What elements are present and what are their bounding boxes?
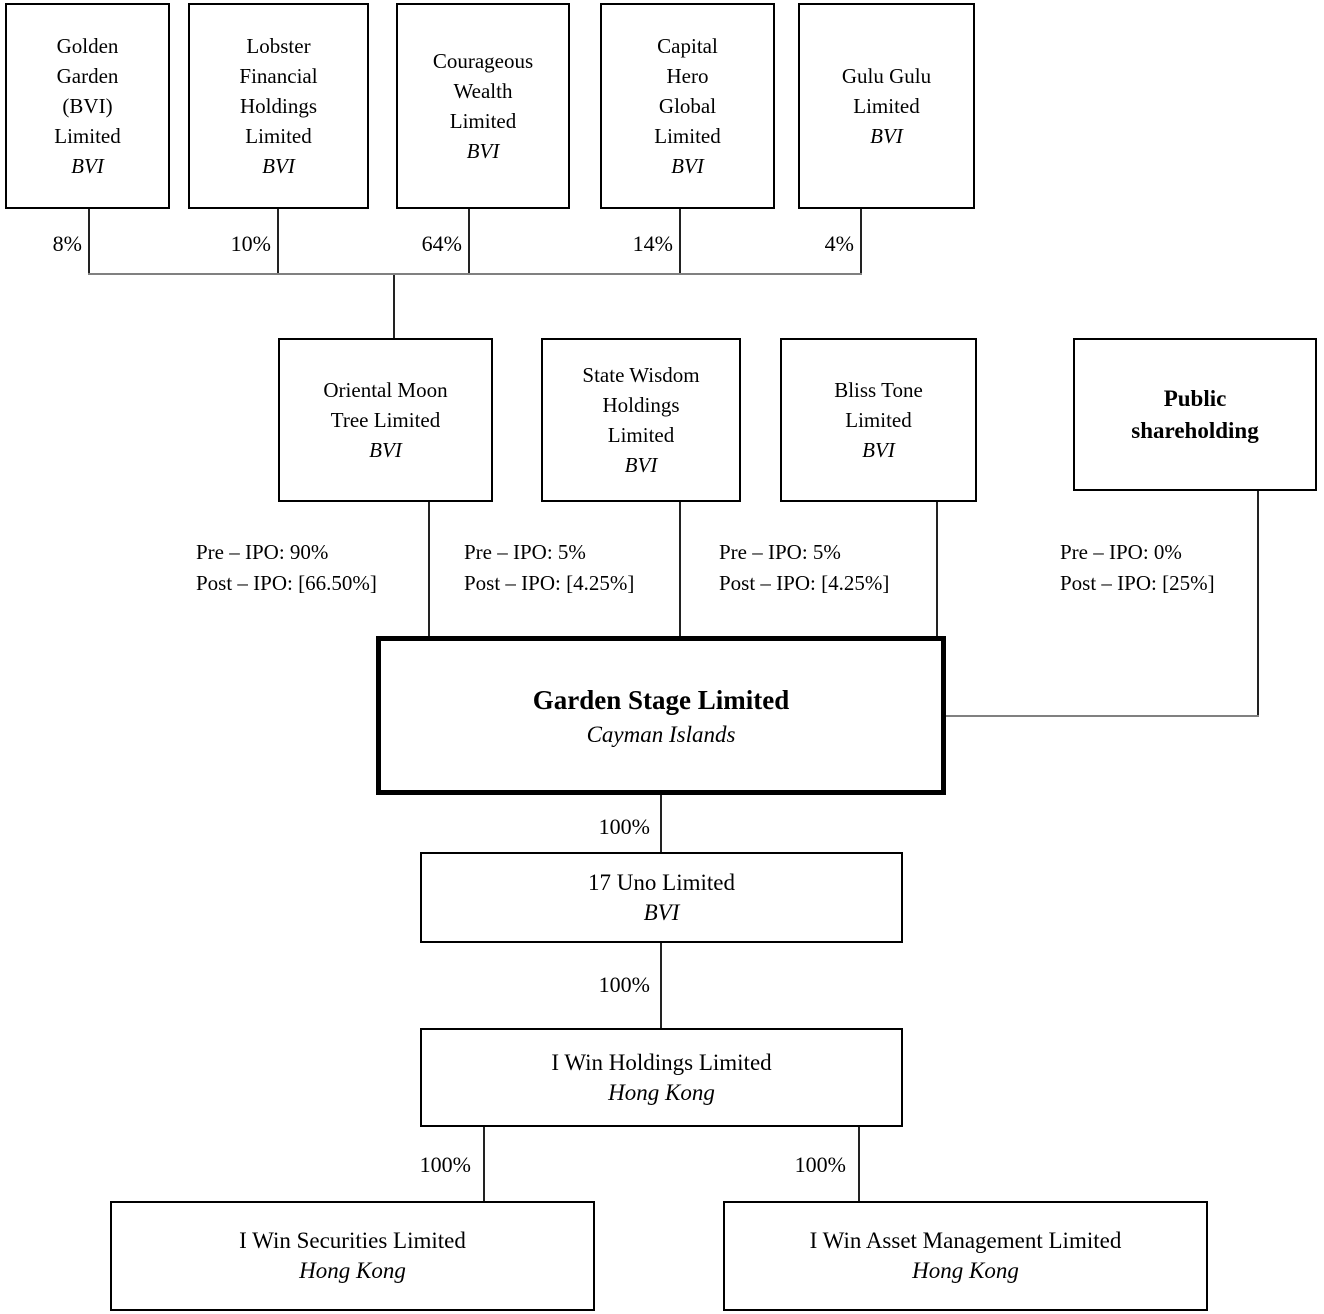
connector-state-wisdom-to-garden [679, 502, 681, 637]
node-name-line: Capital [657, 34, 718, 58]
node-name-line: Lobster [246, 34, 311, 58]
node-name-line: Limited [853, 94, 920, 118]
ipo-pre-line: Pre – IPO: 90% [196, 540, 329, 564]
node-iwin-securities: I Win Securities Limited Hong Kong [110, 1201, 595, 1311]
node-jurisdiction: BVI [624, 453, 658, 477]
node-bliss-tone: Bliss Tone Limited BVI [780, 338, 977, 502]
ipo-pre-line: Pre – IPO: 5% [464, 540, 586, 564]
ipo-pre-line: Pre – IPO: 5% [719, 540, 841, 564]
connector-lobster-drop [277, 209, 279, 274]
connector-bus-to-oriental-moon [393, 275, 395, 338]
node-name-line: Bliss Tone [834, 378, 923, 402]
node-jurisdiction: BVI [643, 899, 680, 925]
node-name-line: shareholding [1131, 417, 1259, 443]
pct-label-holdings-to-asset: 100% [794, 1152, 846, 1177]
node-name-line: Golden [56, 34, 119, 58]
node-name-line: Tree Limited [330, 408, 441, 432]
node-courageous-wealth: Courageous Wealth Limited BVI [396, 3, 570, 209]
pct-label-lobster: 10% [230, 231, 271, 256]
ipo-post-line: Post – IPO: [66.50%] [196, 571, 377, 595]
node-name-line: Global [658, 94, 717, 118]
node-17-uno: 17 Uno Limited BVI [420, 852, 903, 943]
node-gulu-gulu: Gulu Gulu Limited BVI [798, 3, 975, 209]
node-jurisdiction: Hong Kong [299, 1258, 406, 1283]
node-name-line: Limited [245, 124, 312, 148]
node-jurisdiction: Hong Kong [608, 1079, 715, 1105]
node-name-line: State Wisdom [582, 363, 700, 387]
pct-label-golden-garden: 8% [52, 231, 82, 256]
ipo-post-line: Post – IPO: [25%] [1060, 571, 1215, 595]
pct-label-gulu-gulu: 4% [824, 231, 854, 256]
node-oriental-moon-tree: Oriental Moon Tree Limited BVI [278, 338, 493, 502]
node-jurisdiction: BVI [870, 124, 903, 148]
connector-top-bus [88, 273, 862, 275]
pct-label-courageous: 64% [421, 231, 462, 256]
node-jurisdiction: BVI [369, 438, 402, 462]
node-jurisdiction: BVI [466, 139, 500, 163]
node-name-line: Holdings [602, 393, 680, 417]
node-name: Garden Stage Limited [532, 684, 790, 715]
node-name-line: Public [1163, 385, 1227, 411]
connector-uno17-to-iwin-holdings [660, 943, 662, 1028]
node-name-line: Oriental Moon [323, 378, 448, 402]
ipo-label-state-wisdom: Pre – IPO: 5% Post – IPO: [4.25%] [464, 537, 634, 599]
node-lobster-financial: Lobster Financial Holdings Limited BVI [188, 3, 369, 209]
connector-courageous-drop [468, 209, 470, 274]
pct-label-capital-hero: 14% [632, 231, 673, 256]
ipo-post-line: Post – IPO: [4.25%] [719, 571, 890, 595]
pct-label-garden-to-uno17: 100% [598, 814, 650, 839]
node-name-line: Limited [449, 109, 517, 133]
ipo-label-oriental-moon: Pre – IPO: 90% Post – IPO: [66.50%] [196, 537, 377, 599]
node-name: I Win Asset Management Limited [809, 1228, 1122, 1253]
connector-bliss-tone-to-garden [936, 502, 938, 637]
pct-label-holdings-to-securities: 100% [419, 1152, 471, 1177]
node-iwin-asset-management: I Win Asset Management Limited Hong Kong [723, 1201, 1208, 1311]
node-public-shareholding: Public shareholding [1073, 338, 1317, 491]
node-name-line: Limited [654, 124, 721, 148]
node-name-line: Limited [845, 408, 912, 432]
node-name: 17 Uno Limited [588, 869, 735, 895]
node-capital-hero: Capital Hero Global Limited BVI [600, 3, 775, 209]
node-jurisdiction: BVI [71, 154, 104, 178]
node-name-line: Gulu Gulu [841, 64, 932, 88]
connector-public-to-garden [946, 715, 1259, 717]
node-name-line: Courageous [432, 49, 534, 73]
connector-holdings-to-asset [858, 1127, 860, 1201]
node-garden-stage: Garden Stage Limited Cayman Islands [376, 636, 946, 795]
node-name: I Win Securities Limited [239, 1228, 466, 1253]
node-jurisdiction: BVI [262, 154, 295, 178]
node-jurisdiction: Hong Kong [912, 1258, 1019, 1283]
node-iwin-holdings: I Win Holdings Limited Hong Kong [420, 1028, 903, 1127]
pct-label-uno17-to-iwin-holdings: 100% [598, 972, 650, 997]
connector-capital-hero-drop [679, 209, 681, 274]
connector-holdings-to-securities [483, 1127, 485, 1201]
node-state-wisdom: State Wisdom Holdings Limited BVI [541, 338, 741, 502]
connector-public-drop [1257, 491, 1259, 717]
ipo-post-line: Post – IPO: [4.25%] [464, 571, 635, 595]
connector-gulu-gulu-drop [860, 209, 862, 274]
node-name-line: Wealth [453, 79, 513, 103]
connector-garden-to-uno17 [660, 795, 662, 852]
ipo-label-public-shareholding: Pre – IPO: 0% Post – IPO: [25%] [1060, 537, 1215, 599]
node-golden-garden: Golden Garden (BVI) Limited BVI [5, 3, 170, 209]
node-jurisdiction: BVI [671, 154, 704, 178]
ipo-pre-line: Pre – IPO: 0% [1060, 540, 1182, 564]
node-jurisdiction: BVI [862, 438, 895, 462]
connector-oriental-to-garden [428, 502, 430, 637]
node-name-line: Holdings [239, 94, 317, 118]
node-name-line: Limited [54, 124, 121, 148]
ipo-label-bliss-tone: Pre – IPO: 5% Post – IPO: [4.25%] [719, 537, 889, 599]
node-name-line: Hero [666, 64, 709, 88]
node-jurisdiction: Cayman Islands [586, 721, 736, 747]
node-name: I Win Holdings Limited [551, 1049, 772, 1075]
connector-golden-garden-drop [88, 209, 90, 274]
node-name-line: Limited [607, 423, 675, 447]
node-name-line: (BVI) [62, 94, 113, 118]
node-name-line: Garden [56, 64, 119, 88]
node-name-line: Financial [239, 64, 318, 88]
